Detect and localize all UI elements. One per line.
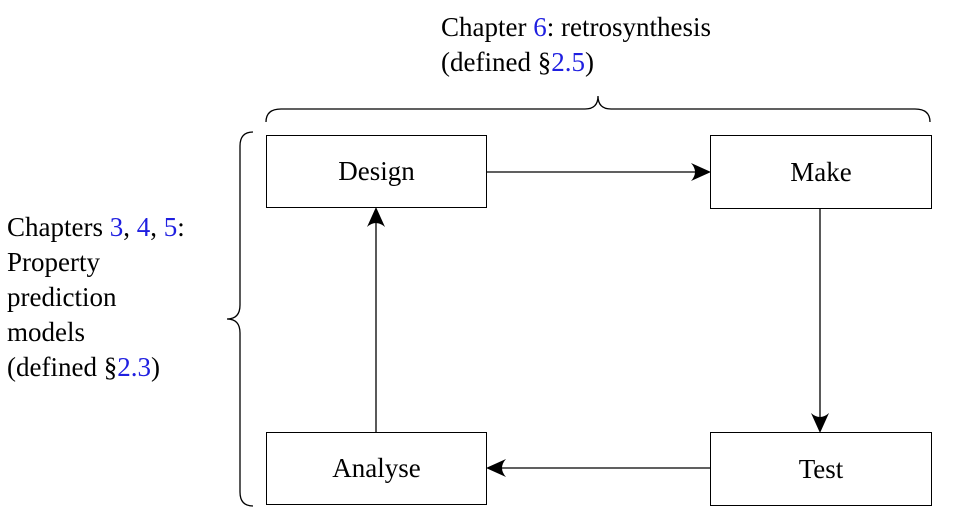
retrosynthesis-annotation-line-1: Chapter 6: retrosynthesis [441,10,711,45]
test-node: Test [710,432,932,506]
section-2-5-link[interactable]: 2.5 [551,47,585,77]
chapter-5-link[interactable]: 5 [163,212,178,242]
property-prediction-annotation: Chapters 3, 4, 5: Property prediction mo… [7,210,185,385]
text-close-paren: ) [150,352,160,382]
text-defined: (defined § [441,47,552,77]
text-chapters: Chapters [7,212,110,242]
retrosynthesis-annotation-line-2: (defined §2.5) [441,45,711,80]
section-2-3-link[interactable]: 2.3 [117,352,151,382]
property-prediction-annotation-line-4: models [7,317,85,347]
test-node-label: Test [798,453,844,484]
property-prediction-annotation-line-3: prediction [7,282,117,312]
chapter-3-link[interactable]: 3 [109,212,124,242]
left-brace [226,131,254,507]
text-chapter: Chapter [441,12,534,42]
design-node-label: Design [338,156,415,186]
design-node: Design [266,135,487,208]
property-prediction-annotation-line-5: (defined §2.3) [7,350,185,385]
retrosynthesis-annotation: Chapter 6: retrosynthesis (defined §2.5) [441,10,711,80]
text-colon: : [177,212,185,242]
make-node-label: Make [790,156,852,187]
property-prediction-annotation-line-2: Property [7,247,100,277]
chapter-6-link[interactable]: 6 [533,12,547,42]
top-brace [265,95,931,123]
analyse-node-label: Analyse [332,453,421,483]
text-retrosynthesis: : retrosynthesis [546,12,711,42]
analyse-node: Analyse [266,432,487,505]
text-close-paren: ) [584,47,594,77]
text-defined: (defined § [7,352,118,382]
chapter-4-link[interactable]: 4 [136,212,151,242]
make-node: Make [710,135,932,209]
text-separator: , [123,212,137,242]
text-separator: , [150,212,164,242]
property-prediction-annotation-line-1: Chapters 3, 4, 5: [7,210,185,245]
